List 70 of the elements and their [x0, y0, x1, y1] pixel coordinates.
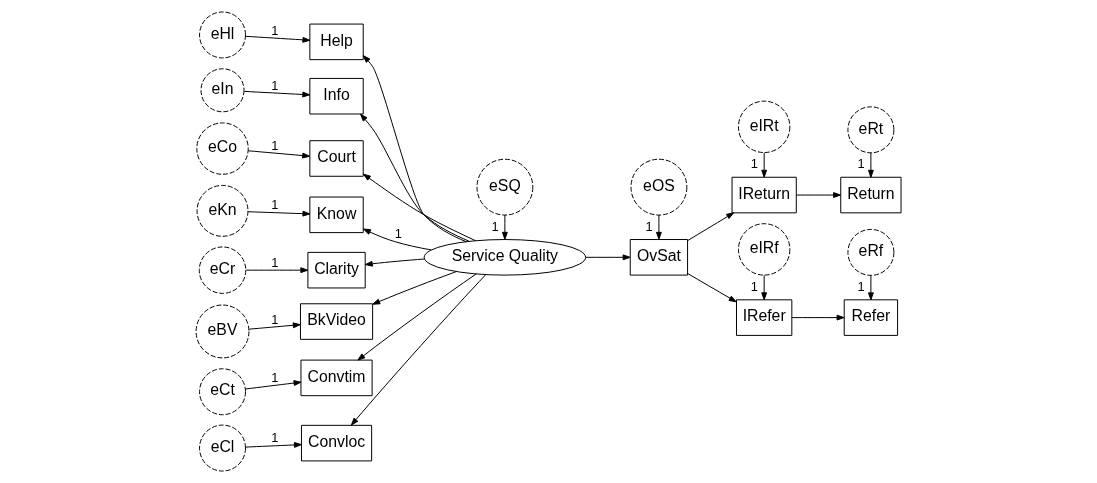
node-circle: eHl: [199, 11, 246, 59]
edge-label: 1: [394, 225, 402, 241]
arrow: [244, 35, 311, 43]
edge-label: 1: [750, 278, 758, 294]
arrow: [245, 267, 309, 274]
arrow: [761, 274, 768, 301]
node-circle: eIRf: [737, 223, 791, 276]
node-circle: eKn: [196, 184, 249, 237]
arrow: [501, 214, 508, 240]
node-box: IRefer: [736, 299, 793, 336]
edge-label: 1: [271, 254, 279, 270]
arrow: [362, 55, 467, 243]
node-box: Convloc: [300, 424, 373, 462]
arrow: [868, 274, 874, 301]
arrow: [687, 272, 737, 303]
node-ellipse: Service Quality: [423, 239, 587, 276]
node-circle: eRt: [847, 106, 895, 154]
arrow: [372, 271, 457, 305]
edge-label: 1: [271, 311, 279, 327]
arrow: [585, 254, 631, 261]
edge-label: 1: [271, 370, 279, 386]
arrow: [248, 322, 301, 330]
arrow: [761, 152, 768, 178]
edge-label: 1: [271, 23, 279, 39]
edge-label: 1: [491, 218, 499, 234]
node-circle: eSQ: [476, 158, 534, 216]
node-circle: eCr: [198, 246, 247, 294]
arrow: [795, 192, 841, 198]
edge-label: 1: [645, 218, 653, 234]
arrow: [244, 380, 302, 390]
arrow: [350, 274, 487, 426]
node-box: IReturn: [731, 176, 797, 214]
edge-label: 1: [271, 429, 279, 445]
node-box: Clarity: [307, 251, 366, 289]
node-circle: eCt: [199, 368, 246, 416]
arrow: [363, 228, 432, 251]
node-circle: eRf: [847, 228, 895, 276]
node-box: Return: [840, 176, 902, 214]
arrow: [243, 90, 311, 98]
edge-label: 1: [271, 197, 279, 213]
arrow: [868, 152, 874, 178]
node-circle: eCl: [199, 424, 246, 472]
arrow: [656, 214, 662, 240]
node-box: Court: [309, 140, 364, 177]
arrow: [247, 210, 311, 217]
node-circle: eCo: [196, 122, 249, 175]
arrow: [363, 173, 476, 242]
edge-label: 1: [271, 137, 279, 153]
edge-label: 1: [271, 77, 279, 93]
node-circle: eBV: [195, 304, 250, 359]
node-box: Know: [309, 196, 364, 234]
node-box: Refer: [843, 299, 899, 336]
arrow: [791, 314, 845, 321]
node-circle: eIRt: [737, 100, 791, 154]
edge-label: 1: [857, 156, 865, 172]
node-box: Convtim: [300, 359, 373, 397]
arrow: [360, 113, 470, 242]
arrow: [244, 442, 302, 448]
node-circle: eIn: [200, 68, 245, 113]
arrow: [687, 212, 735, 242]
edge-label: 1: [750, 156, 758, 172]
edge-label: 1: [857, 278, 865, 294]
node-box: Help: [309, 23, 364, 61]
node-box: OvSat: [629, 239, 689, 276]
arrow: [247, 150, 311, 159]
node-box: BkVideo: [299, 303, 374, 340]
node-circle: eOS: [630, 158, 688, 216]
node-box: Info: [309, 77, 364, 115]
arrow: [357, 273, 477, 361]
arrow: [364, 258, 425, 267]
